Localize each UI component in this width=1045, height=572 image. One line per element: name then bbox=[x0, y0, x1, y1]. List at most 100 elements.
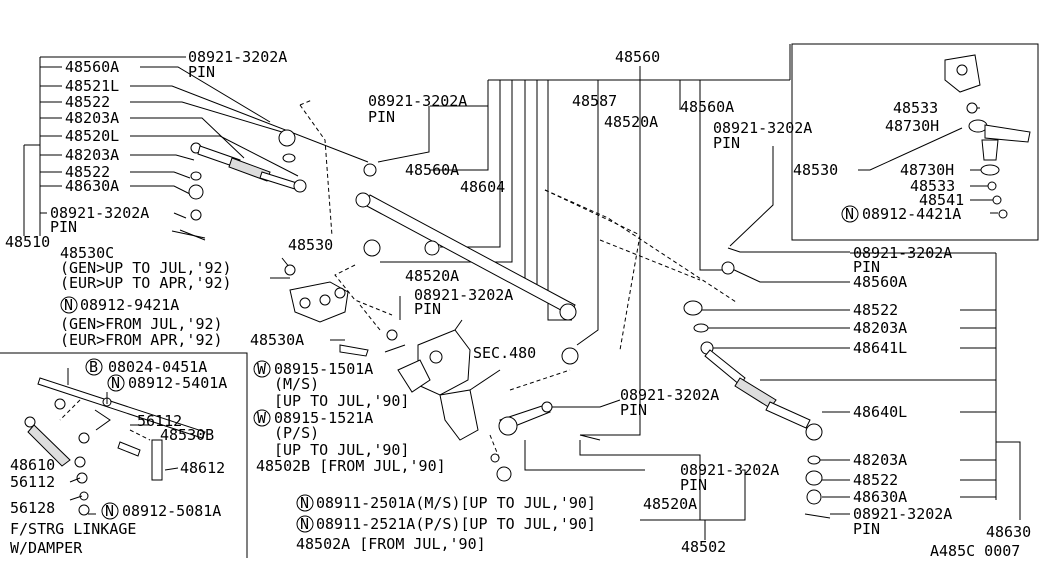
label-08921-d: 08921-3202A bbox=[713, 119, 812, 137]
leaders-bottom bbox=[270, 257, 746, 540]
label-08921-i: 08921-3202A bbox=[853, 505, 952, 523]
ball-joint-left-b bbox=[293, 179, 307, 193]
label-48203A-d: 48203A bbox=[853, 451, 907, 469]
leaders-top-center bbox=[377, 44, 791, 436]
label-pin-c: PIN bbox=[368, 108, 395, 126]
marker-n-2501: N bbox=[296, 494, 314, 512]
label-48533-a: 48533 bbox=[893, 99, 938, 117]
label-08912-9421: 08912-9421A bbox=[80, 296, 179, 314]
label-pin-i: PIN bbox=[853, 520, 880, 538]
label-48520L: 48520L bbox=[65, 127, 119, 145]
damper-body bbox=[27, 424, 71, 467]
marker-w-1521: W bbox=[253, 409, 271, 427]
label-08921-h: 08921-3202A bbox=[853, 244, 952, 262]
label-48730H-a: 48730H bbox=[885, 117, 939, 135]
label-48520A-a: 48520A bbox=[604, 113, 658, 131]
label-08911-2521: 08911-2521A(P/S)[UP TO JUL,'90] bbox=[316, 515, 596, 533]
label-48560A-d: 48560A bbox=[853, 273, 907, 291]
label-48530-r: 48530 bbox=[793, 161, 838, 179]
marker-n-5081-letter: N bbox=[105, 502, 114, 520]
label-48560A-a: 48560A bbox=[65, 58, 119, 76]
label-08921-e: 08921-3202A bbox=[414, 286, 513, 304]
label-fstrg: F/STRG LINKAGE bbox=[10, 520, 136, 538]
assembly-dashes bbox=[59, 99, 737, 461]
label-upto90-b: [UP TO JUL,'90] bbox=[274, 441, 409, 459]
label-08921-f: 08921-3202A bbox=[620, 386, 719, 404]
label-wdamper: W/DAMPER bbox=[10, 539, 83, 557]
label-pin-b: PIN bbox=[50, 218, 77, 236]
label-08921-g: 08921-3202A bbox=[680, 461, 779, 479]
label-48630: 48630 bbox=[986, 523, 1031, 541]
label-48203A-a: 48203A bbox=[65, 109, 119, 127]
marker-n-4421-letter: N bbox=[845, 205, 854, 223]
label-48530B: 48530B bbox=[160, 426, 214, 444]
damper-inset bbox=[24, 368, 206, 516]
diagram-code: A485C 0007 bbox=[930, 542, 1020, 560]
label-48560: 48560 bbox=[615, 48, 660, 66]
marker-n-2501-letter: N bbox=[300, 494, 309, 512]
label-08921-a: 08921-3202A bbox=[188, 48, 287, 66]
label-08912-4421: 08912-4421A bbox=[862, 205, 961, 223]
label-08915-1521: 08915-1521A bbox=[274, 409, 373, 427]
marker-n-2521-letter: N bbox=[300, 515, 309, 533]
idler-bracket-left bbox=[284, 264, 369, 357]
label-48640L: 48640L bbox=[853, 403, 907, 421]
label-48502: 48502 bbox=[681, 538, 726, 556]
label-08921-b: 08921-3202A bbox=[50, 204, 149, 222]
label-08921-c: 08921-3202A bbox=[368, 92, 467, 110]
label-48522-c: 48522 bbox=[853, 301, 898, 319]
label-56112-b: 56112 bbox=[10, 473, 55, 491]
label-gen-from: (GEN>FROM JUL,'92) bbox=[60, 315, 223, 333]
label-48560A-b: 48560A bbox=[405, 161, 459, 179]
label-48730H-b: 48730H bbox=[900, 161, 954, 179]
label-pin-e: PIN bbox=[414, 300, 441, 318]
label-08024-0451: 08024-0451A bbox=[108, 358, 207, 376]
label-48522-d: 48522 bbox=[853, 471, 898, 489]
label-48521L: 48521L bbox=[65, 77, 119, 95]
label-08915-1501: 08915-1501A bbox=[274, 360, 373, 378]
label-upto90-a: [UP TO JUL,'90] bbox=[274, 392, 409, 410]
label-48530: 48530 bbox=[288, 236, 333, 254]
label-48641L: 48641L bbox=[853, 339, 907, 357]
label-48587: 48587 bbox=[572, 92, 617, 110]
label-48612: 48612 bbox=[180, 459, 225, 477]
label-48522-b: 48522 bbox=[65, 163, 110, 181]
marker-n-4421: N bbox=[841, 205, 859, 223]
center-rod bbox=[355, 163, 579, 365]
label-48560A-c: 48560A bbox=[680, 98, 734, 116]
pitman-arm bbox=[490, 401, 553, 482]
marker-b-0451-letter: B bbox=[89, 358, 98, 376]
label-pin-f: PIN bbox=[620, 401, 647, 419]
label-48520A-b: 48520A bbox=[405, 267, 459, 285]
marker-n-5401: N bbox=[107, 374, 125, 392]
label-48604: 48604 bbox=[460, 178, 505, 196]
label-ms: (M/S) bbox=[274, 375, 319, 393]
marker-n-5081: N bbox=[101, 502, 119, 520]
label-56112-a: 56112 bbox=[137, 412, 182, 430]
tie-rod-right bbox=[579, 261, 831, 519]
leaders-left bbox=[23, 56, 369, 239]
label-eur-from: (EUR>FROM APR,'92) bbox=[60, 331, 223, 349]
label-48530A: 48530A bbox=[250, 331, 304, 349]
label-pin-h: PIN bbox=[853, 258, 880, 276]
label-48502B: 48502B [FROM JUL,'90] bbox=[256, 457, 446, 475]
tie-rod-left bbox=[179, 129, 307, 241]
label-56128: 56128 bbox=[10, 499, 55, 517]
adjusting-sleeve-left bbox=[228, 157, 271, 182]
marker-w-1501: W bbox=[253, 360, 271, 378]
idler-arm-inset bbox=[944, 54, 1031, 219]
label-48510: 48510 bbox=[5, 233, 50, 251]
marker-n-9421: N bbox=[60, 296, 78, 314]
label-08912-5401: 08912-5401A bbox=[128, 374, 227, 392]
marker-w-1521-letter: W bbox=[257, 409, 267, 427]
label-48630A-a: 48630A bbox=[65, 177, 119, 195]
leaders-right bbox=[700, 107, 1021, 520]
label-pin-a: PIN bbox=[188, 63, 215, 81]
label-48630A-b: 48630A bbox=[853, 488, 907, 506]
marker-n-2521: N bbox=[296, 515, 314, 533]
label-pin-d: PIN bbox=[713, 134, 740, 152]
label-48522-a: 48522 bbox=[65, 93, 110, 111]
label-48502A: 48502A [FROM JUL,'90] bbox=[296, 535, 486, 553]
label-48203A-c: 48203A bbox=[853, 319, 907, 337]
label-48541: 48541 bbox=[919, 191, 964, 209]
